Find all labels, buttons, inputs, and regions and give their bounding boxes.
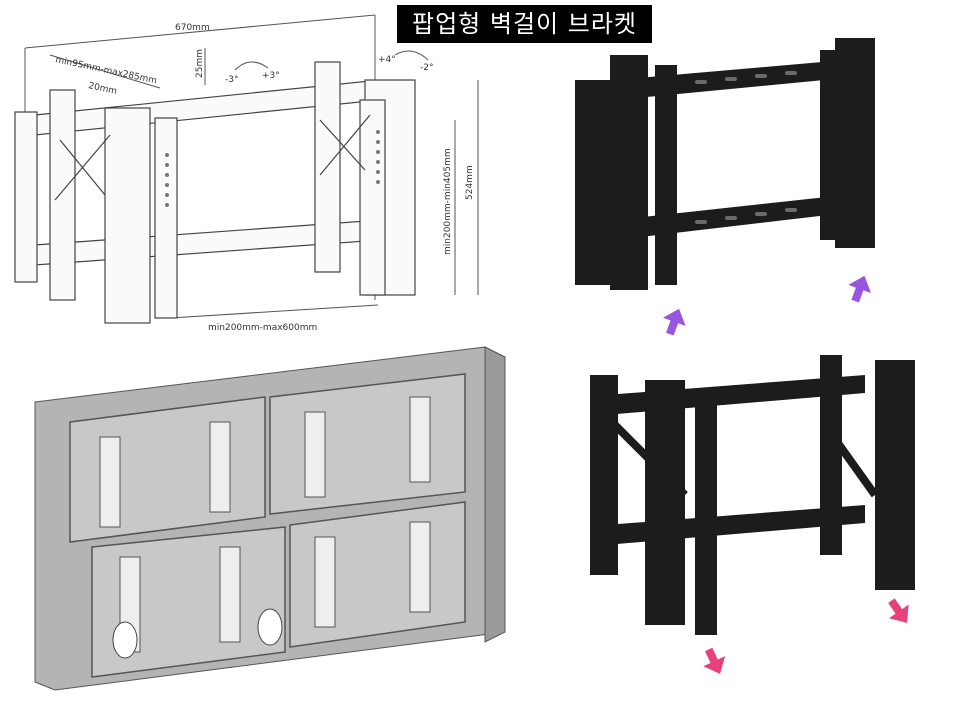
hand-icon bbox=[112, 608, 283, 659]
tilt-down-label: -2° bbox=[420, 63, 433, 73]
arrow-down-icon bbox=[703, 598, 909, 674]
bracket-photo-retracted bbox=[575, 38, 875, 336]
vesa-horizontal-label: min200mm-max600mm bbox=[208, 323, 317, 333]
tilt-left-label: -3° bbox=[225, 75, 238, 85]
dimension-drawing: 670mm min95mm-max285mm 20mm 25mm -3° +3°… bbox=[14, 14, 479, 333]
popout-label: 20mm bbox=[87, 81, 117, 97]
arrow-up-icon bbox=[663, 275, 871, 336]
height-label: 524mm bbox=[465, 165, 475, 200]
tilt-up-label: +4° bbox=[378, 55, 396, 65]
depth-range-label: min95mm-max285mm bbox=[54, 55, 157, 86]
width-label: 670mm bbox=[175, 23, 210, 33]
bracket-photo-extended bbox=[590, 355, 915, 674]
video-wall-illustration bbox=[34, 346, 506, 691]
tilt-right-label: +3° bbox=[262, 71, 280, 81]
page-title: 팝업형 벽걸이 브라켓 bbox=[397, 5, 652, 43]
vertical-adjust-label: 25mm bbox=[195, 49, 205, 78]
vesa-vertical-label: min200mm-min405mm bbox=[443, 148, 453, 255]
